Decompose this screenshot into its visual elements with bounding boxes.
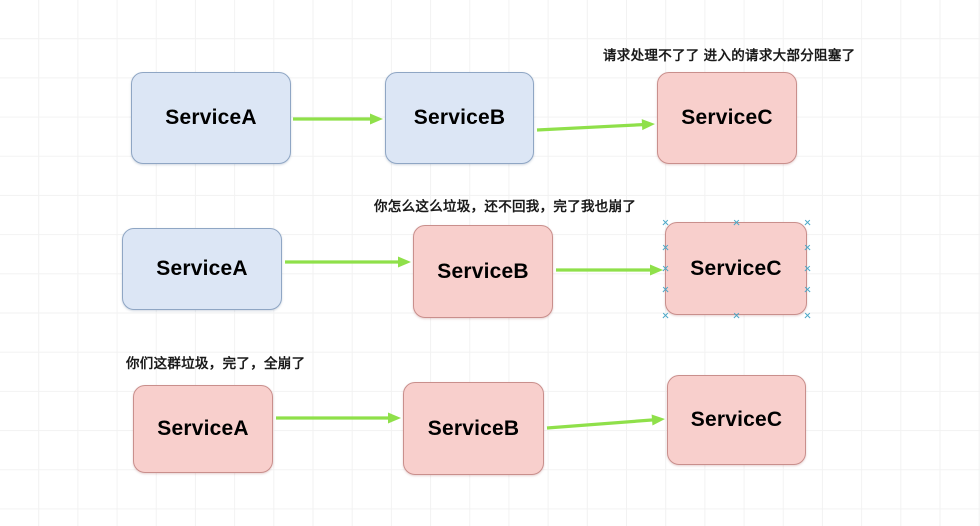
node-servicec[interactable]: ServiceC	[657, 72, 797, 164]
flow-arrow[interactable]	[533, 405, 679, 442]
arrow-line	[536, 122, 646, 132]
annotation-text[interactable]: 请求处理不了了 进入的请求大部分阻塞了	[603, 48, 856, 63]
node-serviceb[interactable]: ServiceB	[385, 72, 534, 164]
flow-arrow[interactable]	[523, 110, 669, 144]
flow-arrow[interactable]	[279, 105, 397, 133]
node-servicec[interactable]: ServiceC	[667, 375, 806, 465]
node-servicea[interactable]: ServiceA	[131, 72, 291, 164]
flow-arrow[interactable]	[542, 256, 677, 284]
arrow-head-icon	[388, 412, 401, 424]
node-label: ServiceC	[690, 408, 783, 431]
node-serviceb[interactable]: ServiceB	[413, 225, 553, 318]
node-servicea[interactable]: ServiceA	[122, 228, 282, 310]
node-serviceb[interactable]: ServiceB	[403, 382, 544, 475]
arrow-head-icon	[650, 264, 663, 276]
annotation-text[interactable]: 你怎么这么垃圾，还不回我，完了我也崩了	[374, 199, 637, 214]
arrow-line	[546, 418, 656, 430]
flow-arrow[interactable]	[271, 248, 425, 276]
node-servicea[interactable]: ServiceA	[133, 385, 273, 473]
node-servicec[interactable]: ServiceC	[665, 222, 807, 315]
node-label: ServiceB	[437, 259, 529, 283]
node-label: ServiceA	[156, 257, 248, 280]
annotation-text[interactable]: 你们这群垃圾，完了，全崩了	[126, 356, 306, 371]
flow-arrow[interactable]	[262, 404, 415, 432]
arrow-head-icon	[641, 119, 655, 131]
arrow-head-icon	[370, 113, 383, 125]
node-label: ServiceB	[413, 106, 506, 129]
node-label: ServiceC	[690, 256, 782, 280]
arrow-head-icon	[651, 414, 665, 426]
arrow-head-icon	[398, 256, 411, 268]
node-label: ServiceC	[681, 106, 773, 129]
node-label: ServiceA	[165, 106, 257, 129]
node-label: ServiceB	[427, 416, 520, 440]
node-label: ServiceA	[157, 417, 249, 440]
